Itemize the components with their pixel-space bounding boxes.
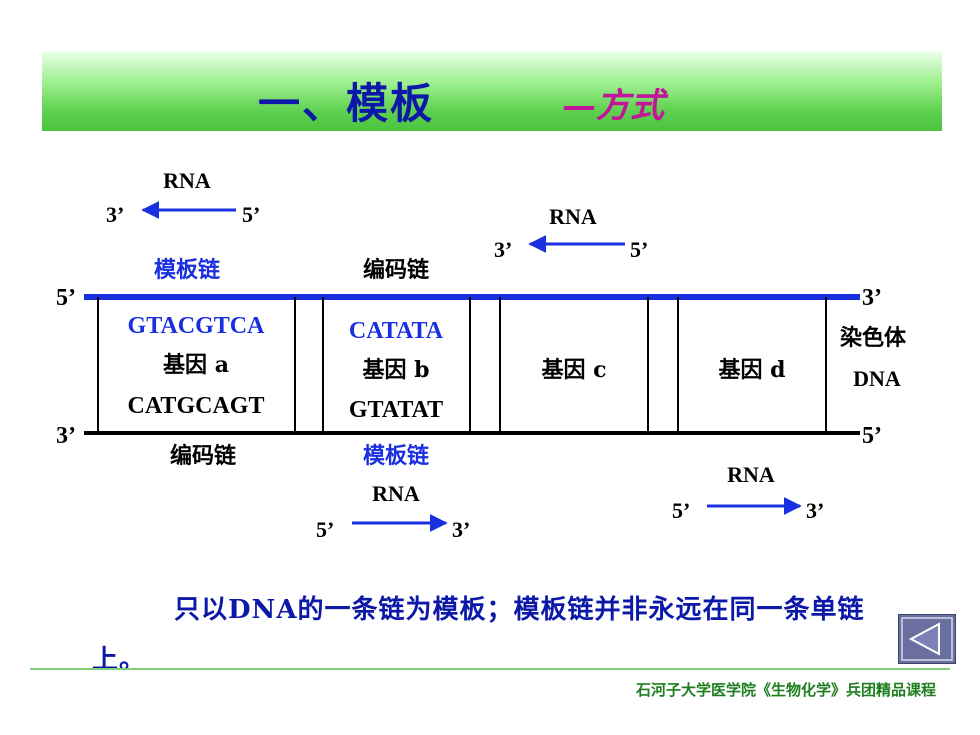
bottom-strand-left-end: 3’ (56, 423, 76, 449)
gene-d-name: 基因 d (718, 357, 785, 383)
rna-right-end: 5’ (630, 237, 648, 262)
gene-a-bottom-sequence: CATGCAGT (128, 393, 265, 419)
chromosome-label: 染色体 (840, 325, 907, 351)
rna-arrow-c: RNA 5’ 3’ (316, 481, 470, 542)
back-button[interactable] (898, 614, 956, 664)
rna-left-end: 5’ (316, 517, 334, 542)
gene-b-bottom-sequence: GTATAT (349, 397, 443, 423)
gene-b-coding-strand-label: 编码链 (363, 257, 429, 283)
top-strand-right-end: 3’ (862, 285, 882, 311)
rna-right-end: 5’ (242, 202, 260, 227)
gene-a-coding-strand-label: 编码链 (170, 443, 236, 469)
rna-arrow-d: RNA 5’ 3’ (672, 462, 824, 523)
rna-left-end: 3’ (106, 202, 124, 227)
rna-left-end: 5’ (672, 498, 690, 523)
rna-right-end: 3’ (452, 517, 470, 542)
summary-statement: 只以DNA的一条链为模板；模板链并非永远在同一条单链上。 (92, 595, 865, 675)
triangle-left-icon (901, 617, 953, 661)
gene-b-name: 基因 b (362, 357, 429, 383)
rna-label: RNA (727, 462, 775, 487)
gene-a-top-sequence: GTACGTCA (128, 313, 266, 339)
page-title: 一、模板 (258, 79, 435, 128)
top-strand-left-end: 5’ (56, 285, 76, 311)
rna-label: RNA (163, 168, 211, 193)
gene-a-name: 基因 a (163, 352, 229, 378)
rna-arrow-b: RNA 3’ 5’ (494, 204, 648, 262)
gene-b-template-strand-label: 模板链 (363, 443, 429, 469)
page-subtitle: —方式 (562, 86, 664, 126)
title-bar (42, 51, 942, 131)
gene-a-template-strand-label: 模板链 (154, 257, 220, 283)
dna-label: DNA (853, 366, 901, 391)
rna-label: RNA (549, 204, 597, 229)
footer-divider (30, 668, 950, 670)
rna-right-end: 3’ (806, 498, 824, 523)
gene-boundaries (97, 297, 827, 433)
gene-c-name: 基因 c (541, 357, 606, 383)
course-footer: 石河子大学医学院《生物化学》兵团精品课程 (635, 681, 936, 699)
rna-arrow-a: RNA 3’ 5’ (106, 168, 260, 227)
rna-left-end: 3’ (494, 237, 512, 262)
rna-label: RNA (372, 481, 420, 506)
gene-b-top-sequence: CATATA (349, 318, 444, 344)
bottom-strand-right-end: 5’ (862, 423, 882, 449)
